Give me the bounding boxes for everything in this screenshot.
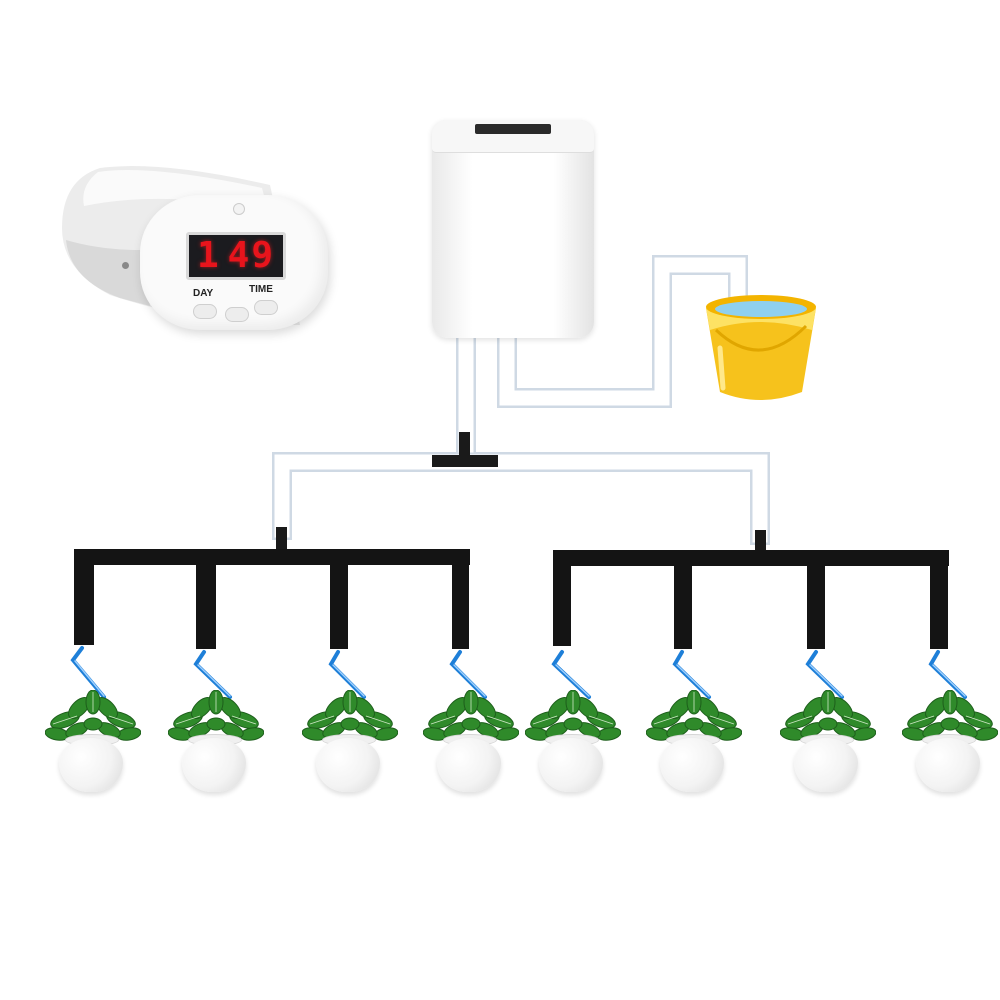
pot bbox=[916, 738, 980, 792]
pot bbox=[539, 738, 603, 792]
pump-slot bbox=[475, 124, 551, 134]
pot bbox=[794, 738, 858, 792]
pot bbox=[59, 738, 123, 792]
leaves-icon bbox=[780, 690, 876, 741]
leaves-icon bbox=[168, 690, 264, 741]
timer-hours: 1 bbox=[197, 235, 220, 276]
day-button[interactable] bbox=[193, 304, 217, 319]
time-label: TIME bbox=[249, 284, 273, 295]
leaves-icon bbox=[902, 690, 998, 741]
pump-icon bbox=[432, 120, 594, 338]
pot bbox=[437, 738, 501, 792]
pot bbox=[182, 738, 246, 792]
pot bbox=[660, 738, 724, 792]
indicator-light bbox=[233, 203, 245, 215]
set-button[interactable] bbox=[225, 307, 249, 322]
timer-minutes: 49 bbox=[227, 235, 275, 276]
potted-plant-icon bbox=[45, 690, 141, 802]
timer-display: 1 49 bbox=[186, 232, 286, 280]
potted-plant-icon bbox=[780, 690, 876, 802]
time-button[interactable] bbox=[254, 300, 278, 315]
leaves-icon bbox=[525, 690, 621, 741]
potted-plant-icon bbox=[423, 690, 519, 802]
day-label: DAY bbox=[193, 288, 214, 299]
potted-plant-icon bbox=[902, 690, 998, 802]
main-tubing bbox=[272, 255, 770, 545]
right-manifold bbox=[553, 550, 949, 649]
t-connector bbox=[276, 432, 766, 554]
potted-plant-icon bbox=[302, 690, 398, 802]
potted-plant-icon bbox=[525, 690, 621, 802]
pot bbox=[316, 738, 380, 792]
bucket-icon bbox=[706, 295, 816, 400]
side-port bbox=[122, 262, 129, 269]
potted-plant-icon bbox=[646, 690, 742, 802]
potted-plant-icon bbox=[168, 690, 264, 802]
left-manifold bbox=[74, 549, 470, 649]
